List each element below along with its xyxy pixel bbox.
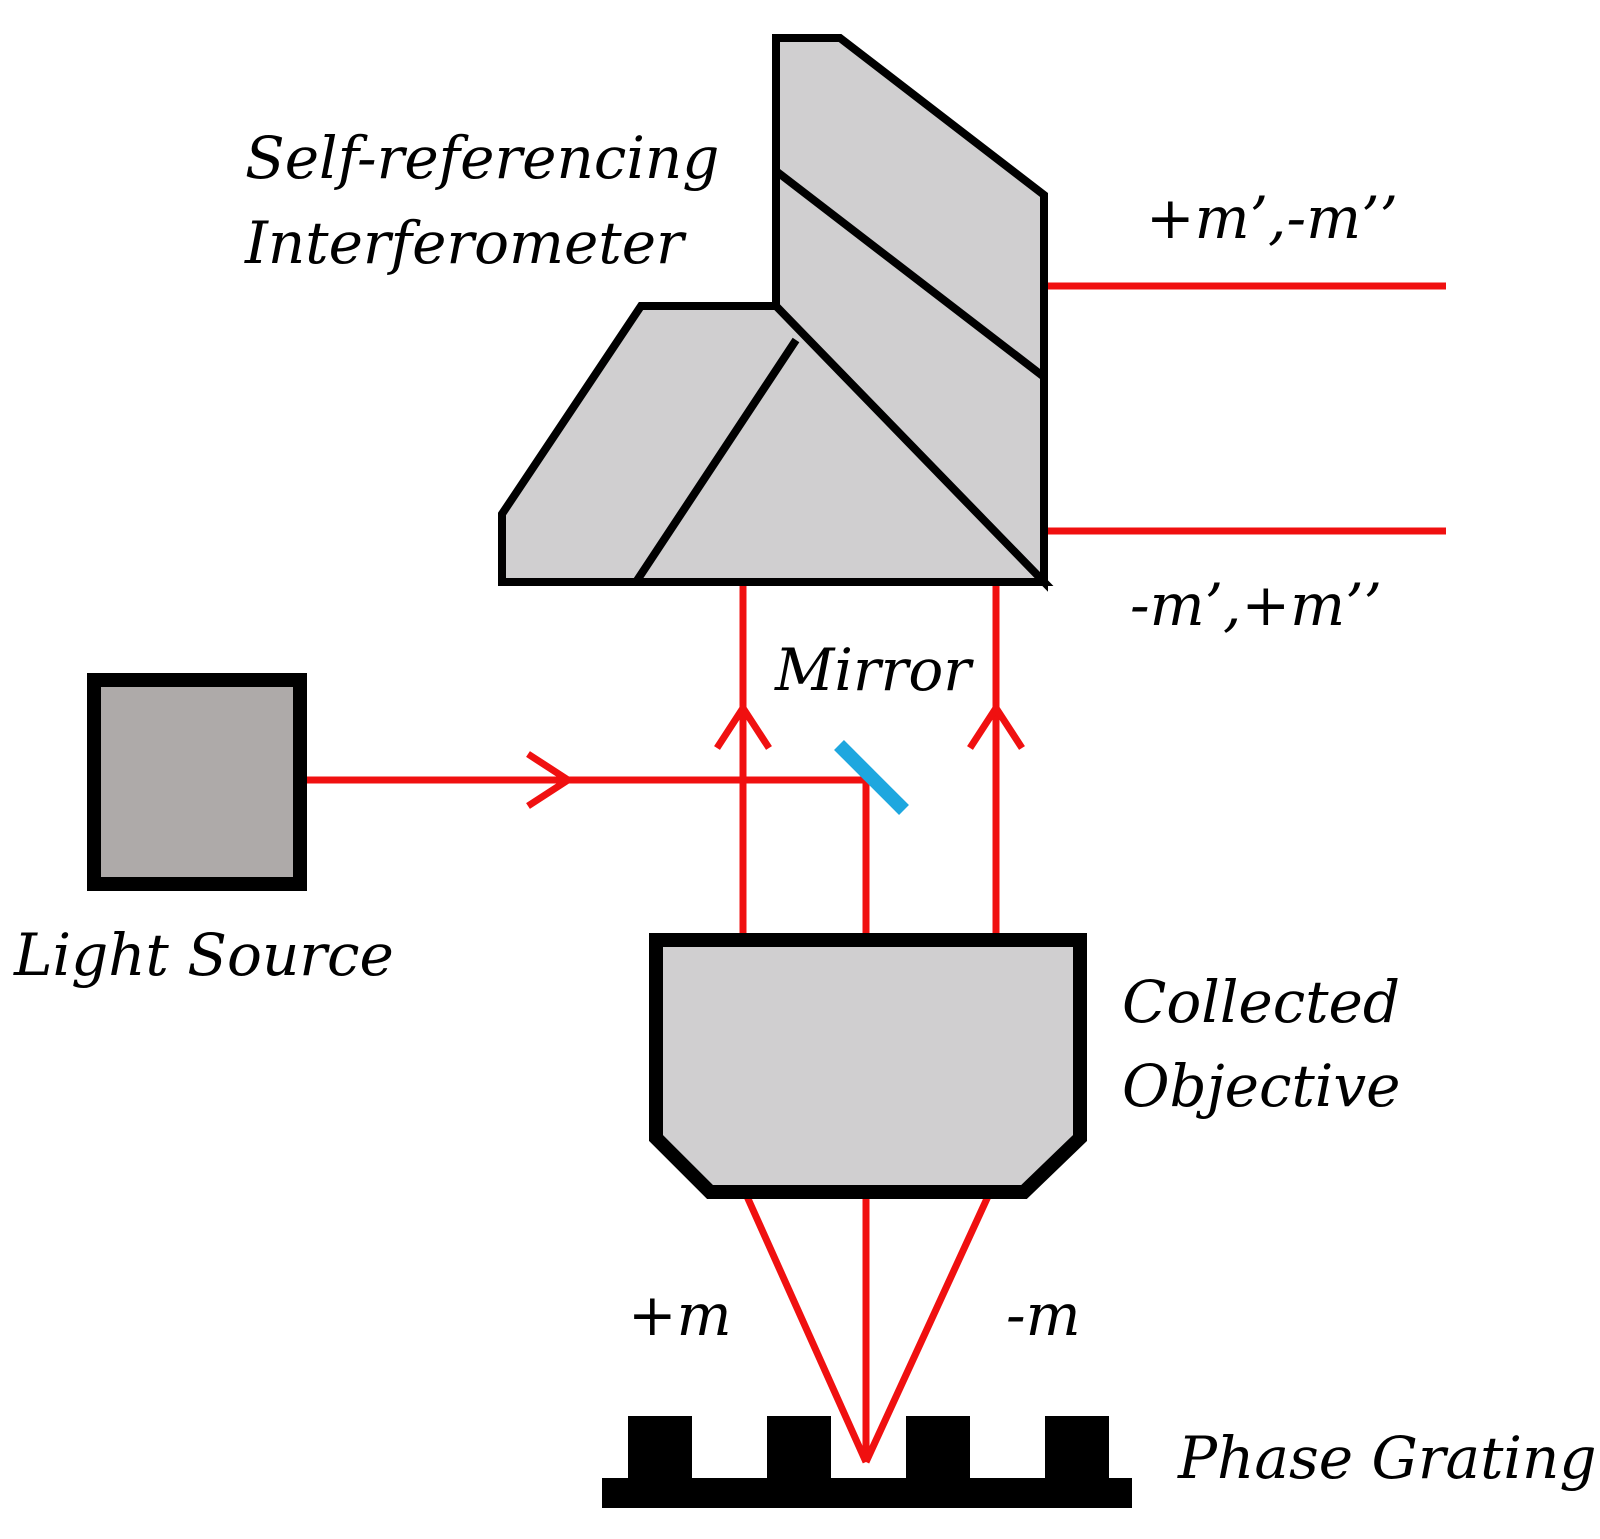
grating-tooth-4 [1045, 1416, 1109, 1480]
interferometer-lower-divider [632, 337, 800, 585]
interferometer [498, 34, 1054, 592]
grating-tooth-2 [767, 1416, 831, 1480]
light-source-box [87, 673, 307, 891]
label-minus-m: -m [1006, 1281, 1081, 1349]
label-plus-m: +m [628, 1281, 732, 1349]
beam-minus-m-diffracted [862, 1190, 994, 1464]
interferometer-upper-divider [773, 167, 1047, 381]
label-objective-line2: Objective [1122, 1052, 1400, 1120]
phase-grating [602, 1416, 1132, 1508]
beam-plus-m-arrowhead [714, 701, 772, 750]
label-mirror: Mirror [774, 636, 974, 704]
label-light-source: Light Source [13, 921, 394, 989]
objective-lens [649, 933, 1087, 1199]
grating-tooth-1 [628, 1416, 692, 1480]
labels: Self-referencing Interferometer +m’,-m’’… [13, 124, 1596, 1492]
label-phase-grating: Phase Grating [1177, 1424, 1596, 1492]
beam-minus-m-arrowhead [967, 701, 1025, 750]
label-output-bottom: -m’,+m’’ [1130, 571, 1382, 639]
label-interferometer-line1: Self-referencing [245, 124, 719, 192]
beam-source-arrowhead [526, 751, 575, 809]
label-output-top: +m’,-m’’ [1146, 184, 1398, 252]
interferometer-lower-prism [498, 302, 1054, 586]
interferometer-upper-prism [772, 34, 1048, 592]
beam-plus-m-diffracted [741, 1190, 870, 1464]
label-objective-line1: Collected [1122, 968, 1400, 1036]
grating-tooth-3 [906, 1416, 970, 1480]
grating-base [602, 1478, 1132, 1508]
mirror-element [834, 740, 909, 815]
label-interferometer-line2: Interferometer [244, 209, 687, 277]
